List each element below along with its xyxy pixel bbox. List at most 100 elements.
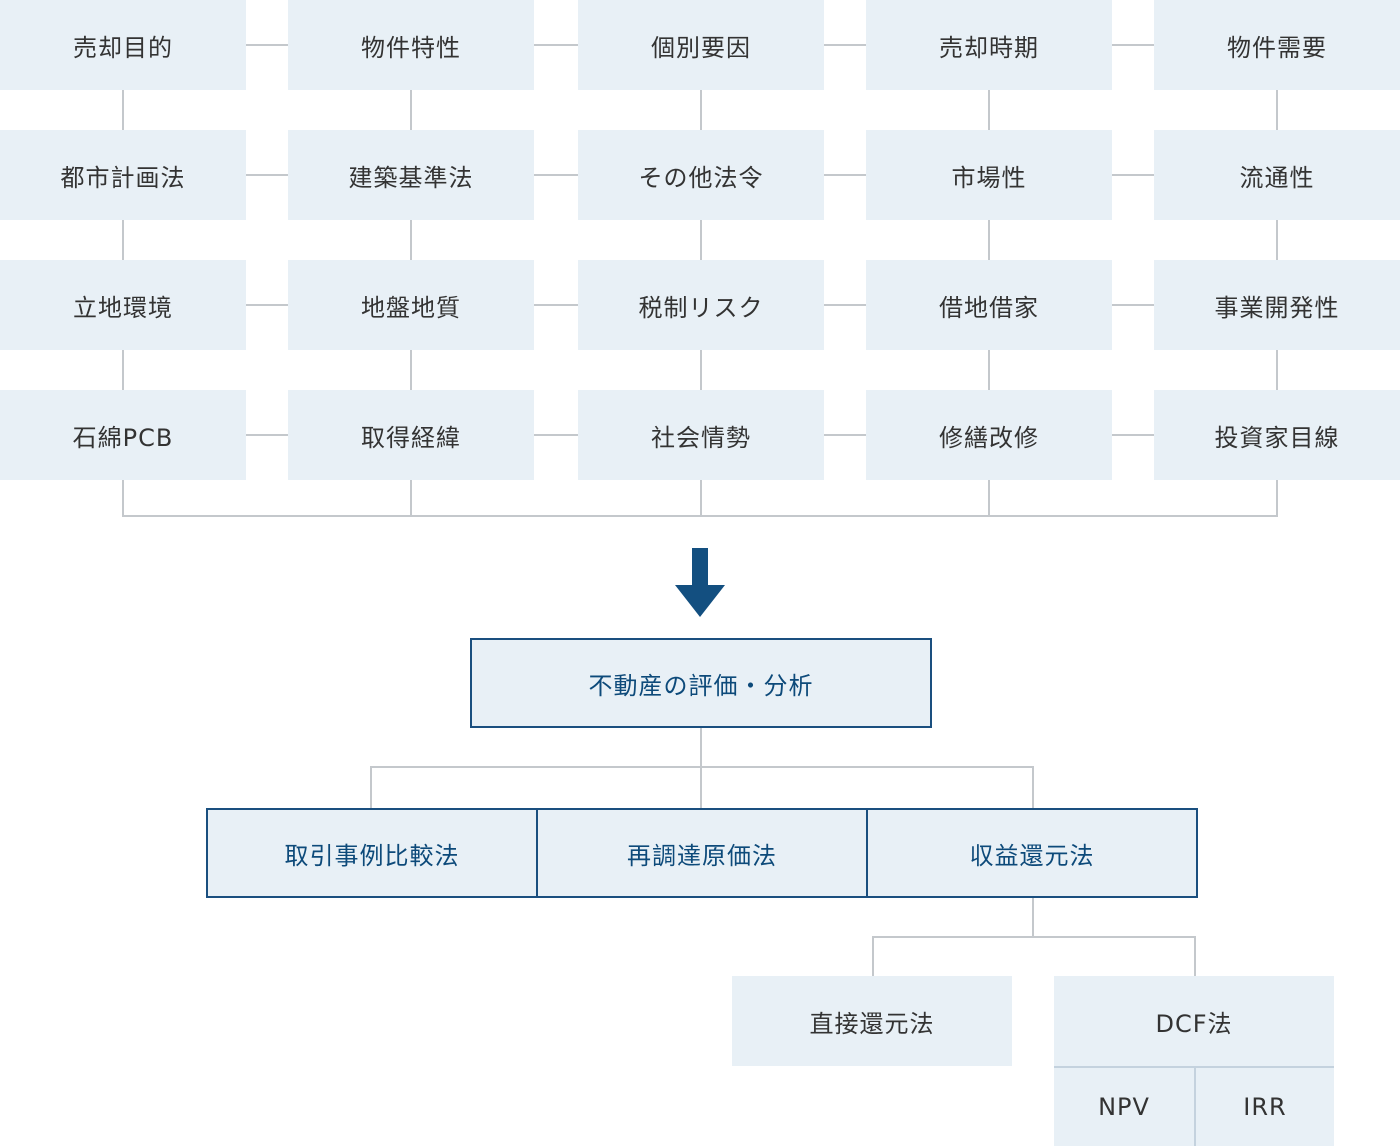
factor-label: その他法令: [638, 163, 764, 192]
factor-box: 取得経緯: [288, 390, 534, 480]
bracket-center-stem: [700, 480, 702, 517]
method-2-drop: [700, 766, 702, 809]
factor-box: 個別要因: [578, 0, 824, 90]
col-5-connector-1: [1276, 90, 1278, 130]
factor-box: 流通性: [1154, 130, 1400, 220]
factor-box: その他法令: [578, 130, 824, 220]
factor-box: 借地借家: [866, 260, 1112, 350]
method-cost-approach-label: 再調達原価法: [627, 841, 777, 870]
factor-box: 建築基準法: [288, 130, 534, 220]
factor-label: 建築基準法: [348, 163, 474, 192]
npv-box: NPV: [1054, 1068, 1194, 1146]
row-2-connector-1: [246, 174, 288, 176]
npv-label: NPV: [1098, 1093, 1150, 1121]
factor-box: 税制リスク: [578, 260, 824, 350]
factor-label: 取得経緯: [361, 423, 461, 452]
factor-label: 地盤地質: [361, 293, 461, 322]
factor-label: 立地環境: [73, 293, 173, 322]
dcf-divider-horizontal: [1054, 1066, 1334, 1068]
row-2-connector-4: [1112, 174, 1154, 176]
col-3-connector-2: [700, 220, 702, 260]
factor-label: 修繕改修: [939, 423, 1039, 452]
factor-box: 事業開発性: [1154, 260, 1400, 350]
col-4-drop: [988, 480, 990, 517]
irr-label: IRR: [1243, 1093, 1287, 1121]
row-4-connector-4: [1112, 434, 1154, 436]
income-branch-horizontal: [872, 936, 1196, 938]
col-4-connector-2: [988, 220, 990, 260]
factor-box: 投資家目線: [1154, 390, 1400, 480]
factor-label: 流通性: [1239, 163, 1315, 192]
factor-label: 市場性: [951, 163, 1027, 192]
col-2-drop: [410, 480, 412, 517]
factor-label: 売却時期: [939, 33, 1039, 62]
factor-label: 物件需要: [1227, 33, 1327, 62]
method-cost-approach: 再調達原価法: [536, 808, 868, 898]
factor-label: 事業開発性: [1214, 293, 1340, 322]
dcf-drop: [1194, 936, 1196, 976]
factor-label: 投資家目線: [1214, 423, 1340, 452]
col-5-drop: [1276, 480, 1278, 517]
dcf-label: DCF法: [1155, 1009, 1233, 1038]
method-sales-comparison: 取引事例比較法: [206, 808, 538, 898]
irr-box: IRR: [1196, 1068, 1334, 1146]
col-1-drop: [122, 480, 124, 517]
dcf-box: DCF法: [1054, 976, 1334, 1066]
method-1-drop: [370, 766, 372, 809]
direct-capitalization-label: 直接還元法: [809, 1009, 935, 1038]
factor-label: 物件特性: [361, 33, 461, 62]
central-stem: [700, 728, 702, 768]
factor-box: 物件特性: [288, 0, 534, 90]
factor-box: 地盤地質: [288, 260, 534, 350]
factor-box: 売却目的: [0, 0, 246, 90]
row-3-connector-4: [1112, 304, 1154, 306]
factor-box: 売却時期: [866, 0, 1112, 90]
row-1-connector-3: [824, 44, 866, 46]
row-4-connector-2: [534, 434, 578, 436]
col-2-connector-3: [410, 350, 412, 390]
methods-branch-horizontal: [370, 766, 1034, 768]
col-2-connector-1: [410, 90, 412, 130]
row-3-connector-1: [246, 304, 288, 306]
col-4-connector-3: [988, 350, 990, 390]
col-1-connector-3: [122, 350, 124, 390]
factor-box: 修繕改修: [866, 390, 1112, 480]
col-1-connector-1: [122, 90, 124, 130]
row-2-connector-3: [824, 174, 866, 176]
factor-label: 税制リスク: [638, 293, 764, 322]
factor-label: 個別要因: [651, 33, 751, 62]
col-4-connector-1: [988, 90, 990, 130]
factor-box: 物件需要: [1154, 0, 1400, 90]
factor-label: 都市計画法: [60, 163, 186, 192]
direct-drop: [872, 936, 874, 976]
row-1-connector-1: [246, 44, 288, 46]
row-3-connector-2: [534, 304, 578, 306]
factor-box: 立地環境: [0, 260, 246, 350]
row-4-connector-1: [246, 434, 288, 436]
factor-box: 社会情勢: [578, 390, 824, 480]
direct-capitalization-box: 直接還元法: [732, 976, 1012, 1066]
col-1-connector-2: [122, 220, 124, 260]
method-sales-comparison-label: 取引事例比較法: [284, 841, 460, 870]
method-income-approach: 収益還元法: [866, 808, 1198, 898]
factor-label: 社会情勢: [651, 423, 751, 452]
factor-label: 売却目的: [73, 33, 173, 62]
row-1-connector-4: [1112, 44, 1154, 46]
col-5-connector-2: [1276, 220, 1278, 260]
method-3-drop: [1032, 766, 1034, 809]
row-2-connector-2: [534, 174, 578, 176]
row-1-connector-2: [534, 44, 578, 46]
factor-label: 借地借家: [939, 293, 1039, 322]
row-4-connector-3: [824, 434, 866, 436]
factor-box: 市場性: [866, 130, 1112, 220]
central-analysis-box: 不動産の評価・分析: [470, 638, 932, 728]
col-2-connector-2: [410, 220, 412, 260]
factor-box: 都市計画法: [0, 130, 246, 220]
col-5-connector-3: [1276, 350, 1278, 390]
grid-bracket-horizontal: [122, 515, 1278, 517]
row-3-connector-3: [824, 304, 866, 306]
income-stem: [1032, 898, 1034, 938]
dcf-divider-vertical: [1194, 1068, 1196, 1146]
col-3-connector-3: [700, 350, 702, 390]
